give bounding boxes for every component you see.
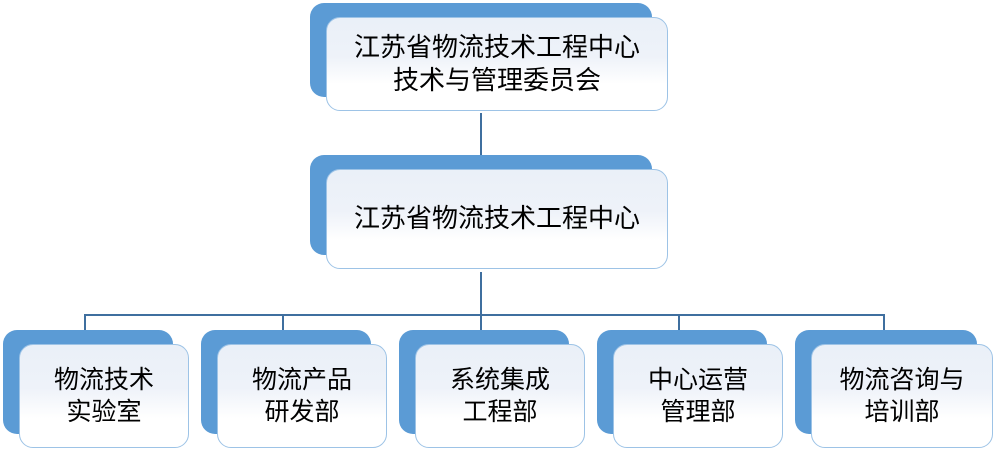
node-integration[interactable]: 系统集成 工程部 [399,330,585,448]
node-lab[interactable]: 物流技术 实验室 [3,330,189,448]
node-face: 物流技术 实验室 [19,344,189,448]
node-consulting[interactable]: 物流咨询与 培训部 [795,330,993,448]
node-label: 江苏省物流技术工程中心 技术与管理委员会 [353,31,640,95]
node-face: 中心运营 管理部 [613,344,783,448]
connector-drop-rnd [282,314,284,332]
node-face: 江苏省物流技术工程中心 技术与管理委员会 [326,17,668,111]
node-operations[interactable]: 中心运营 管理部 [597,330,783,448]
node-label: 物流咨询与 培训部 [839,366,965,426]
connector-drop-consulting [883,314,885,332]
connector-horizontal-bus [84,314,885,316]
connector-committee-to-center [480,113,482,157]
connector-drop-lab [84,314,86,332]
node-label: 物流产品 研发部 [251,366,352,426]
connector-drop-operations [678,314,680,332]
node-face: 系统集成 工程部 [415,344,585,448]
node-face: 物流咨询与 培训部 [811,344,993,448]
node-face: 江苏省物流技术工程中心 [326,169,668,269]
connector-drop-integration [480,314,482,332]
node-face: 物流产品 研发部 [217,344,387,448]
node-label: 物流技术 实验室 [53,366,154,426]
node-label: 江苏省物流技术工程中心 [353,203,640,234]
node-committee[interactable]: 江苏省物流技术工程中心 技术与管理委员会 [310,3,668,111]
node-rnd[interactable]: 物流产品 研发部 [201,330,387,448]
connector-center-stem [480,272,482,316]
node-label: 系统集成 工程部 [449,366,550,426]
node-label: 中心运营 管理部 [647,366,748,426]
node-center[interactable]: 江苏省物流技术工程中心 [310,155,668,269]
